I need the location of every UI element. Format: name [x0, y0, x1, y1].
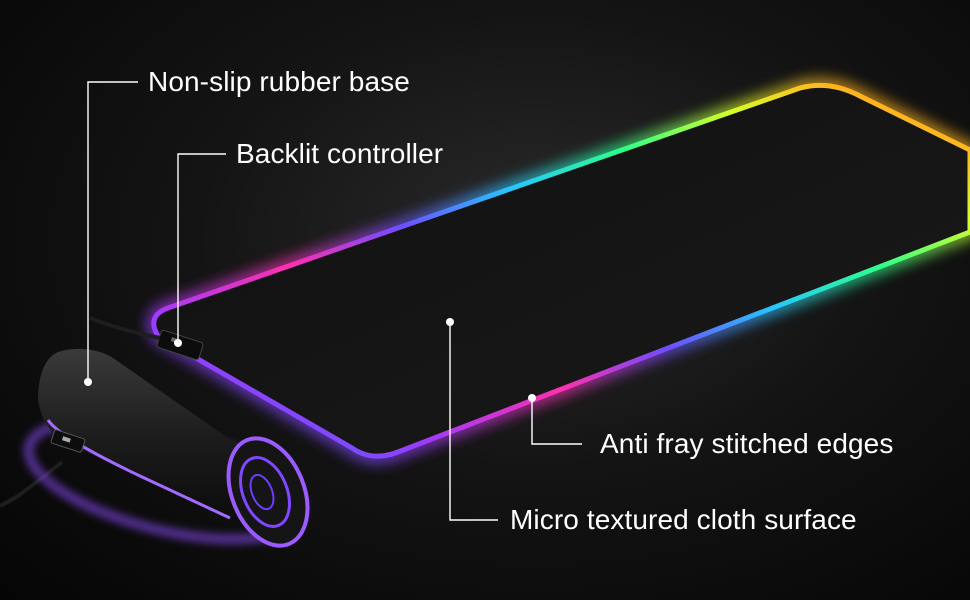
- roll-end: [226, 436, 310, 548]
- callout-base-label: Non-slip rubber base: [148, 66, 410, 97]
- marker-dot-base: [84, 378, 92, 386]
- marker-dot-surface: [446, 318, 454, 326]
- pad-surface: [151, 82, 970, 459]
- leader-line-controller: [177, 153, 226, 343]
- leader-line-base: [87, 81, 138, 382]
- marker-dot-edges: [528, 394, 536, 402]
- callout-controller-label: Backlit controller: [236, 138, 444, 169]
- marker-dot-controller: [174, 339, 182, 347]
- leader-line-edges: [531, 398, 582, 445]
- callout-surface-label: Micro textured cloth surface: [510, 504, 857, 535]
- leader-line-surface: [449, 322, 498, 521]
- callout-edges-label: Anti fray stitched edges: [600, 428, 894, 459]
- cable: [0, 316, 161, 508]
- roll-controller-icon: [50, 429, 86, 453]
